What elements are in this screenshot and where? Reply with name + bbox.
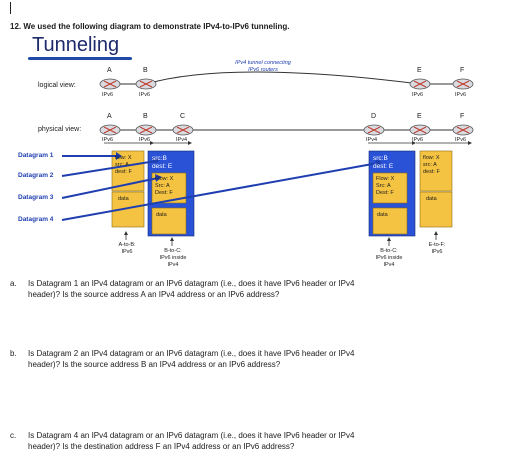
physical-node-proto: IPv6 bbox=[455, 137, 467, 143]
physical-node-letter: F bbox=[460, 113, 465, 120]
packet-ab-text: flow: X src: A dest: F bbox=[115, 155, 132, 175]
router-icon bbox=[99, 78, 121, 90]
packet-de-inner-data bbox=[372, 207, 408, 235]
physical-node-letter: C bbox=[180, 113, 186, 120]
slide-title: Tunneling bbox=[32, 34, 120, 56]
physical-view-label: physical view: bbox=[38, 126, 82, 133]
logical-node-proto: IPv6 bbox=[412, 92, 424, 98]
packet-de-outer-text: src:B dest: E bbox=[373, 155, 394, 170]
router-icon bbox=[135, 124, 157, 136]
logical-node-proto: IPv6 bbox=[139, 92, 151, 98]
physical-node-letter: A bbox=[107, 113, 112, 120]
text-cursor bbox=[10, 2, 11, 14]
router-icon bbox=[135, 78, 157, 90]
datagram-3-arrow bbox=[61, 177, 159, 199]
question-c: Is Datagram 4 an IPv4 datagram or an IPv… bbox=[28, 431, 355, 451]
logical-tunnel-link bbox=[145, 71, 421, 85]
router-icon bbox=[409, 78, 431, 90]
tunnel-label: IPv4 tunnel connecting IPv6 routers bbox=[235, 60, 291, 73]
packet-ef-data-label: data bbox=[426, 196, 437, 202]
router-icon bbox=[452, 78, 474, 90]
packet-de-data-label: data bbox=[377, 212, 388, 218]
question-a-marker: a. bbox=[10, 279, 17, 288]
router-icon bbox=[363, 124, 385, 136]
question-b: Is Datagram 2 an IPv4 datagram or an IPv… bbox=[28, 349, 355, 369]
logical-view-label: logical view: bbox=[38, 82, 76, 89]
physical-node-letter: D bbox=[371, 113, 377, 120]
title-underline bbox=[28, 57, 132, 60]
router-icon bbox=[99, 124, 121, 136]
router-icon bbox=[452, 124, 474, 136]
caption-bc: B-to-C: IPv6 inside IPv4 bbox=[159, 248, 187, 268]
datagram-2-arrow bbox=[61, 160, 157, 177]
logical-node-letter: F bbox=[460, 67, 465, 74]
datagram-label: Datagram 4 bbox=[18, 216, 54, 223]
packet-bc-inner-text: Flow: X Src: A Dest: F bbox=[155, 176, 174, 196]
question-b-marker: b. bbox=[10, 349, 17, 358]
physical-node-letter: E bbox=[417, 113, 422, 120]
packet-ef-data bbox=[419, 191, 453, 228]
datagram-label: Datagram 3 bbox=[18, 194, 54, 201]
logical-node-letter: E bbox=[417, 67, 422, 74]
question-c-marker: c. bbox=[10, 431, 17, 440]
logical-node-letter: A bbox=[107, 67, 112, 74]
logical-node-letter: B bbox=[143, 67, 148, 74]
logical-node-proto: IPv6 bbox=[455, 92, 467, 98]
packet-de-inner-header bbox=[372, 172, 408, 204]
packet-bc-data-label: data bbox=[156, 212, 167, 218]
router-icon bbox=[172, 124, 194, 136]
physical-node-proto: IPv4 bbox=[176, 137, 188, 143]
datagram-label: Datagram 1 bbox=[18, 152, 54, 159]
router-icon bbox=[409, 124, 431, 136]
question-heading: 12. We used the following diagram to dem… bbox=[10, 22, 290, 31]
packet-bc-outer-text: src:B dest: E bbox=[152, 155, 173, 170]
physical-node-proto: IPv4 bbox=[366, 137, 378, 143]
physical-node-proto: IPv6 bbox=[139, 137, 151, 143]
packet-bc-inner-data bbox=[151, 207, 187, 235]
physical-node-proto: IPv6 bbox=[102, 137, 114, 143]
datagram-label: Datagram 2 bbox=[18, 172, 54, 179]
logical-node-proto: IPv6 bbox=[102, 92, 114, 98]
packet-ef-text: flow: X src: A dest: F bbox=[423, 155, 440, 175]
packet-ab-data-label: data bbox=[118, 196, 129, 202]
packet-de-inner-text: Flow: X Src: A Dest: F bbox=[376, 176, 395, 196]
packet-ef-header bbox=[419, 150, 453, 192]
question-a: Is Datagram 1 an IPv4 datagram or an IPv… bbox=[28, 279, 355, 299]
caption-ab: A-to-B: IPv6 bbox=[118, 242, 136, 255]
caption-de: B-to-C: IPv6 inside IPv4 bbox=[375, 248, 403, 268]
datagram-4-arrow bbox=[61, 162, 379, 221]
caption-ef: E-to-F: IPv6 bbox=[428, 242, 446, 255]
physical-node-proto: IPv6 bbox=[412, 137, 424, 143]
physical-node-letter: B bbox=[143, 113, 148, 120]
